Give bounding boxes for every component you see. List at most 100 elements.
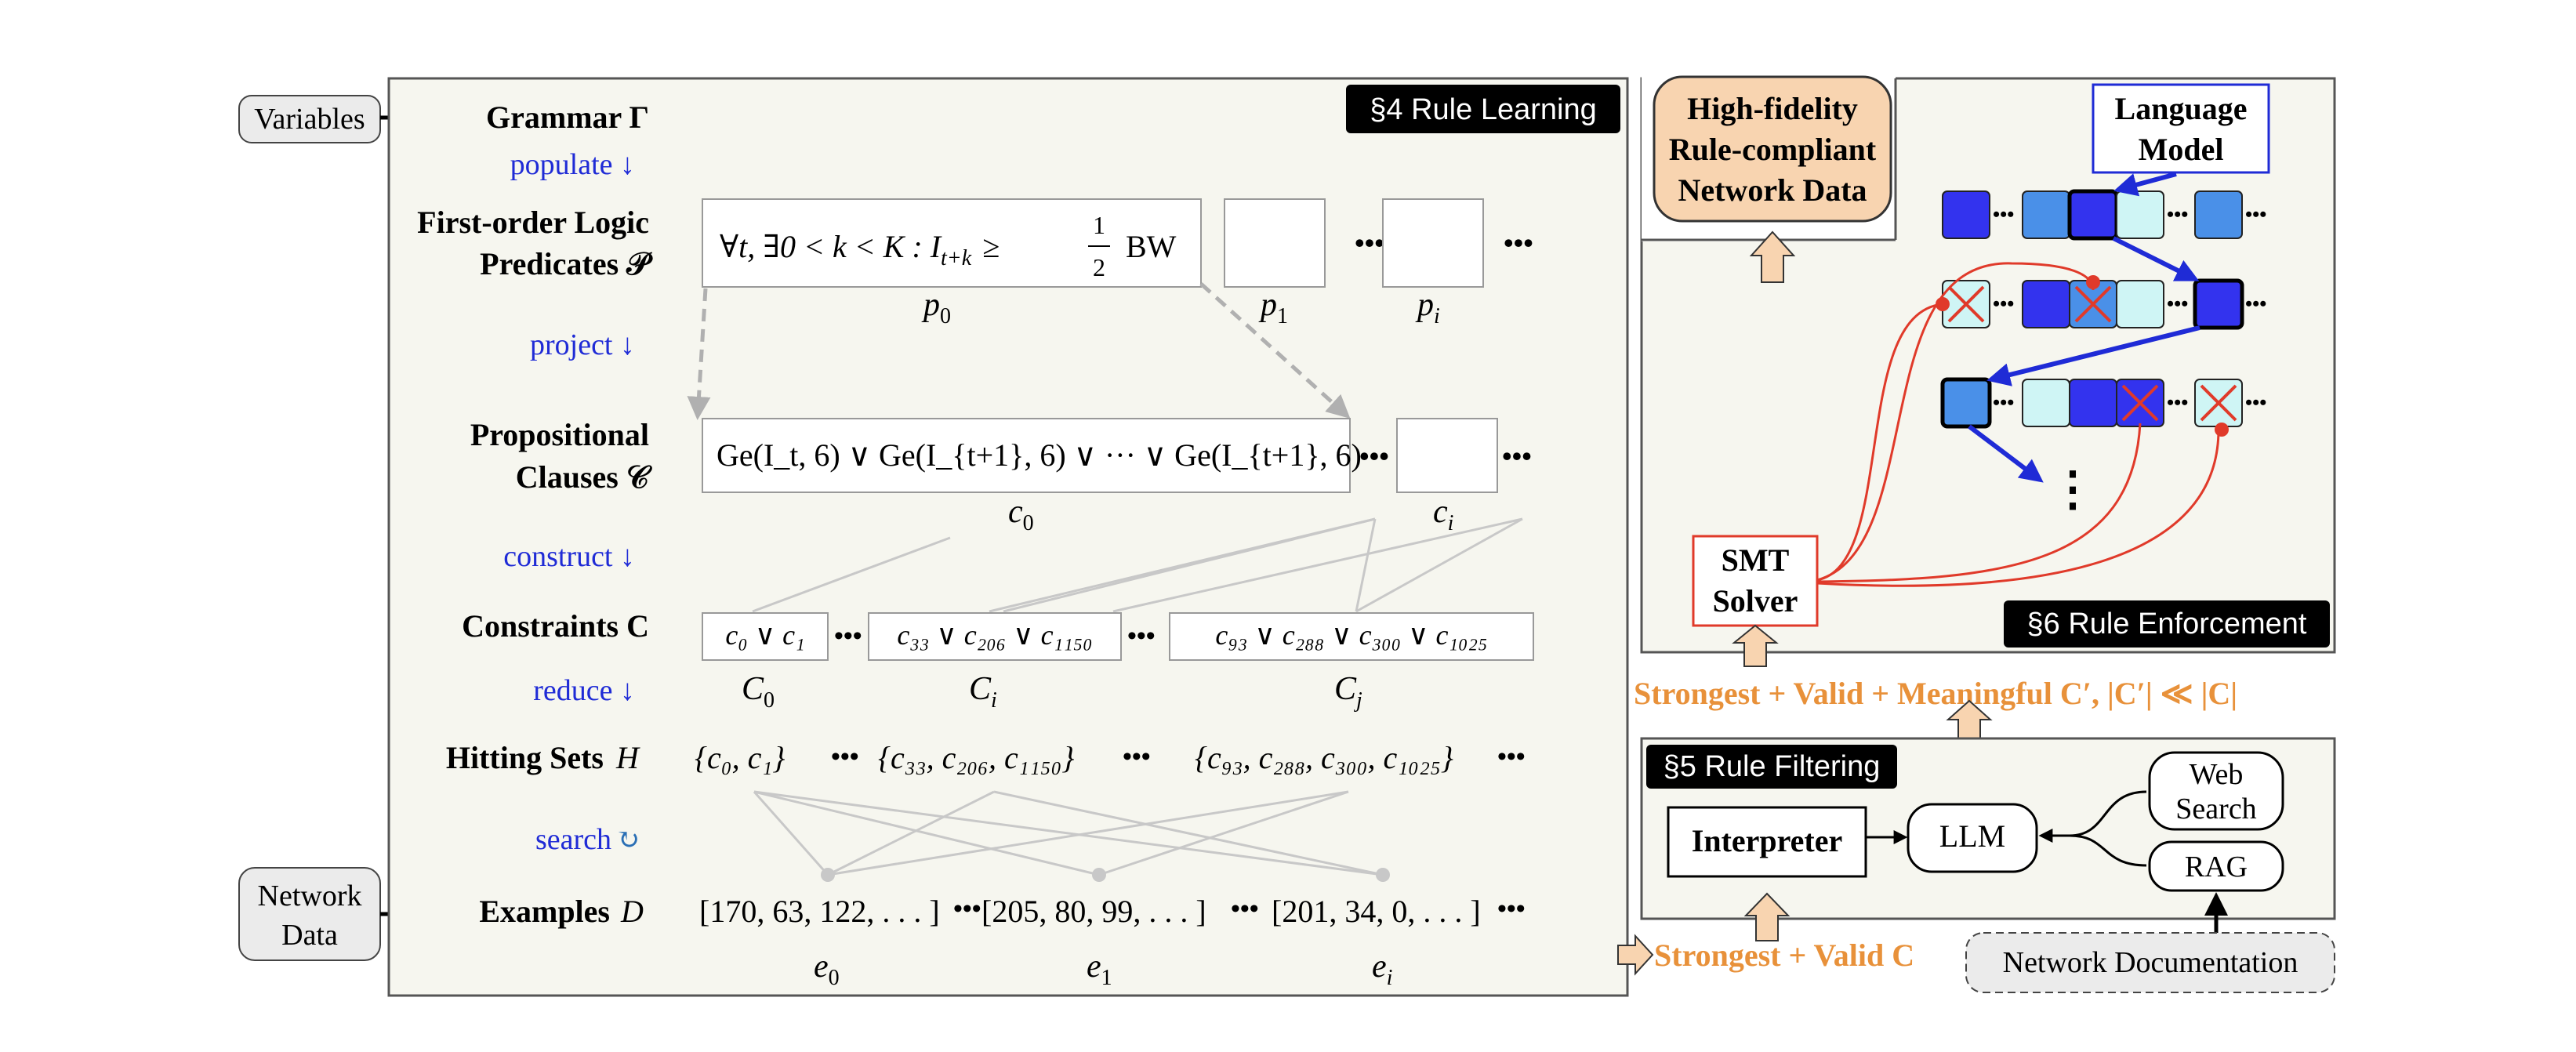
smt-node-3 bbox=[2215, 423, 2229, 437]
search-label: search bbox=[535, 823, 611, 856]
e0-label: e0 bbox=[814, 949, 840, 990]
Cj-label: Cj bbox=[1334, 671, 1362, 713]
rule-filtering-label-bg bbox=[1646, 745, 1897, 789]
svg-text:•••: ••• bbox=[2245, 292, 2266, 315]
smt-node-2 bbox=[2086, 275, 2100, 289]
meaningful-rules-label: Strongest + Valid + Meaningful C′, |C′| … bbox=[1634, 676, 2237, 711]
ex-ellipsis-3: ••• bbox=[1497, 894, 1526, 923]
output-line-3: Network Data bbox=[1678, 172, 1867, 208]
output-data-box bbox=[1653, 75, 1892, 223]
rule-learning-section-label: §4 Rule Learning bbox=[1370, 93, 1596, 126]
construct-label: construct ↓ bbox=[503, 540, 635, 573]
hitting-set-j: {c₉₃, c₂₈₈, c₃₀₀, c₁₀₂₅} bbox=[1195, 740, 1453, 775]
hs-ellipsis-3: ••• bbox=[1497, 742, 1526, 771]
network-documentation-input: Network Documentation bbox=[1965, 932, 2335, 993]
p-ellipsis-1: ••• bbox=[1355, 227, 1384, 259]
prop-label-2: Clauses 𝒞 bbox=[516, 459, 652, 495]
search-cycle-icon: ↻ bbox=[616, 824, 640, 855]
variables-input: Variables bbox=[238, 95, 381, 143]
web-search-line-1: Web bbox=[2190, 758, 2244, 791]
smt-line-1: SMT bbox=[1722, 542, 1790, 578]
smt-node-1 bbox=[1936, 297, 1950, 311]
hitting-sets-label: Hitting Sets bbox=[446, 740, 604, 775]
p0-formula: ∀t, ∃0 < k < K : It+k≥ bbox=[720, 229, 1000, 270]
project-arrow-left bbox=[687, 288, 711, 420]
constraint-Ci-text: c₃₃ ∨ c₂₀₆ ∨ c₁₁₅₀ bbox=[897, 619, 1092, 651]
rule-enforcement-panel: High-fidelity Rule-compliant Network Dat… bbox=[1640, 75, 2336, 667]
rule-learning-panel: §4 Rule Learning Grammar Γ populate ↓ Fi… bbox=[387, 77, 1629, 997]
rag-label: RAG bbox=[2185, 851, 2248, 883]
language-model-line-2: Model bbox=[2139, 132, 2224, 167]
token-row-2: ••• ••• ••• bbox=[1942, 278, 2266, 330]
output-line-1: High-fidelity bbox=[1687, 91, 1858, 126]
c-ellipsis-2: ••• bbox=[1502, 441, 1532, 472]
constraint-Cj-box bbox=[1169, 612, 1534, 661]
svg-text:•••: ••• bbox=[2167, 391, 2188, 414]
fol-label-1: First-order Logic bbox=[417, 205, 649, 240]
p0-label: p0 bbox=[921, 287, 951, 328]
constraint-C0-box bbox=[702, 612, 829, 661]
network-documentation-label: Network Documentation bbox=[2003, 946, 2298, 979]
network-data-label-2: Data bbox=[281, 919, 338, 952]
network-data-input: Network Data bbox=[238, 867, 381, 961]
language-model-line-1: Language bbox=[2115, 91, 2248, 126]
predicate-p1-box bbox=[1224, 198, 1326, 288]
p0-half-den: 2 bbox=[1093, 253, 1105, 281]
more-tokens-icon: ⋮ bbox=[2049, 463, 2096, 515]
llm-label: LLM bbox=[1939, 818, 2005, 854]
svg-text:•••: ••• bbox=[2167, 292, 2188, 315]
valid-rules-label: Strongest + Valid C bbox=[1654, 938, 1914, 973]
hitting-sets-var: H bbox=[615, 740, 640, 775]
svg-text:•••: ••• bbox=[2167, 203, 2188, 226]
language-model-box bbox=[2092, 83, 2270, 174]
example-node-i bbox=[1376, 868, 1390, 882]
variables-label: Variables bbox=[254, 103, 365, 136]
rule-enforcement-label-bg bbox=[2004, 600, 2330, 648]
examples-label: Examples bbox=[479, 894, 610, 929]
example-node-0 bbox=[821, 868, 835, 882]
valid-rules-arrow bbox=[1617, 934, 1654, 976]
hs-ellipsis-1: ••• bbox=[831, 742, 859, 771]
web-search-box bbox=[2148, 751, 2284, 831]
ei-label: ei bbox=[1372, 949, 1392, 990]
predicate-pi-box bbox=[1382, 198, 1484, 288]
example-node-1 bbox=[1092, 868, 1106, 882]
constraint-Ci-box bbox=[868, 612, 1122, 661]
e1-label: e1 bbox=[1087, 949, 1112, 990]
p0-half-num: 1 bbox=[1093, 211, 1105, 239]
c0-label: c0 bbox=[1008, 494, 1034, 535]
svg-text:•••: ••• bbox=[2245, 203, 2266, 226]
interpreter-box bbox=[1667, 806, 1867, 878]
svg-text:•••: ••• bbox=[2245, 391, 2266, 414]
p1-label: p1 bbox=[1258, 287, 1288, 328]
rag-box bbox=[2148, 840, 2284, 892]
token-row-1: ••• ••• ••• bbox=[1942, 189, 2266, 241]
llm-box bbox=[1907, 803, 2038, 873]
output-up-arrow bbox=[1749, 230, 1796, 283]
rule-enforcement-section-label: §6 Rule Enforcement bbox=[2027, 608, 2307, 640]
grammar-label: Grammar Γ bbox=[486, 100, 649, 135]
svg-text:•••: ••• bbox=[1993, 292, 2014, 315]
constraints-label: Constraints C bbox=[462, 608, 649, 644]
search-lines bbox=[753, 790, 1384, 876]
rule-filtering-section-label: §5 Rule Filtering bbox=[1664, 750, 1881, 783]
cons-ellipsis-1: ••• bbox=[834, 622, 862, 651]
fol-label-2: Predicates 𝒫 bbox=[480, 246, 653, 281]
constraint-Cj-text: c₉₃ ∨ c₂₈₈ ∨ c₃₀₀ ∨ c₁₀₂₅ bbox=[1215, 619, 1487, 651]
prop-label-1: Propositional bbox=[470, 417, 649, 452]
clause-c0-box bbox=[702, 418, 1351, 493]
construct-lines bbox=[752, 517, 1523, 613]
interpreter-up-arrow bbox=[1743, 892, 1791, 941]
constraint-C0-text: c₀ ∨ c₁ bbox=[725, 619, 804, 651]
smt-up-arrow bbox=[1732, 624, 1779, 667]
populate-label: populate ↓ bbox=[510, 148, 635, 181]
ci-label: ci bbox=[1433, 494, 1453, 535]
interpreter-label: Interpreter bbox=[1692, 823, 1843, 858]
p0-bw: BW bbox=[1126, 229, 1177, 264]
hitting-set-0: {c₀, c₁} bbox=[695, 740, 785, 775]
output-line-2: Rule-compliant bbox=[1669, 132, 1877, 167]
example-e1-values: [205, 80, 99, . . . ] bbox=[981, 894, 1206, 929]
example-e0-values: [170, 63, 122, . . . ] bbox=[699, 894, 940, 929]
Ci-label: Ci bbox=[969, 671, 997, 713]
